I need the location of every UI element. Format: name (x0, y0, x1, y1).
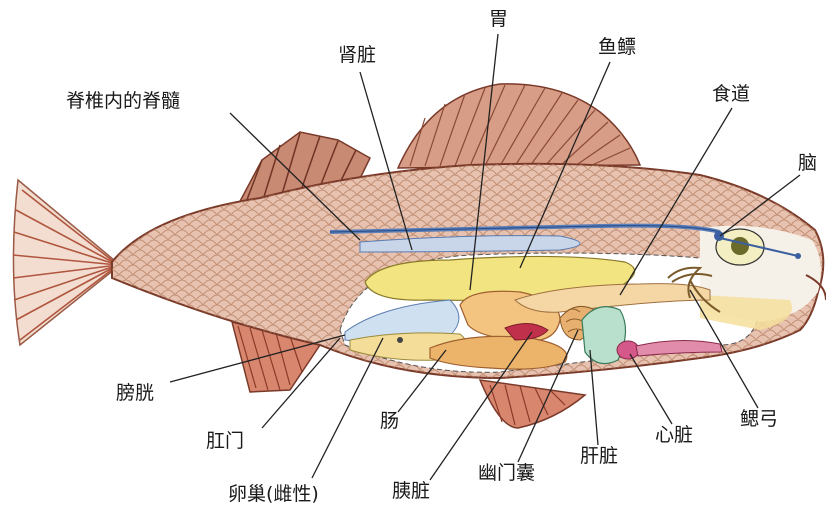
dorsal-fin-soft (398, 84, 640, 168)
label-intestine: 肠 (380, 412, 399, 431)
label-esophagus: 食道 (712, 85, 750, 104)
label-bladder: 膀胱 (116, 384, 154, 403)
label-anus: 肛门 (206, 432, 244, 451)
label-spinal-cord: 脊椎内的脊髓 (66, 92, 180, 111)
label-pyloric-caeca: 幽门囊 (478, 464, 535, 483)
label-heart: 心脏 (655, 426, 693, 445)
label-stomach: 胃 (489, 10, 508, 29)
label-brain: 脑 (798, 154, 817, 173)
label-liver: 肝脏 (580, 447, 618, 466)
intestine (430, 336, 567, 369)
label-swim-bladder: 鱼鳔 (598, 38, 636, 57)
label-ovary: 卵巢(雌性) (228, 485, 319, 504)
label-kidney: 肾脏 (338, 46, 376, 65)
label-pancreas: 胰脏 (392, 482, 430, 501)
tail-fin (13, 180, 120, 345)
label-gills: 鳃弓 (740, 410, 778, 429)
